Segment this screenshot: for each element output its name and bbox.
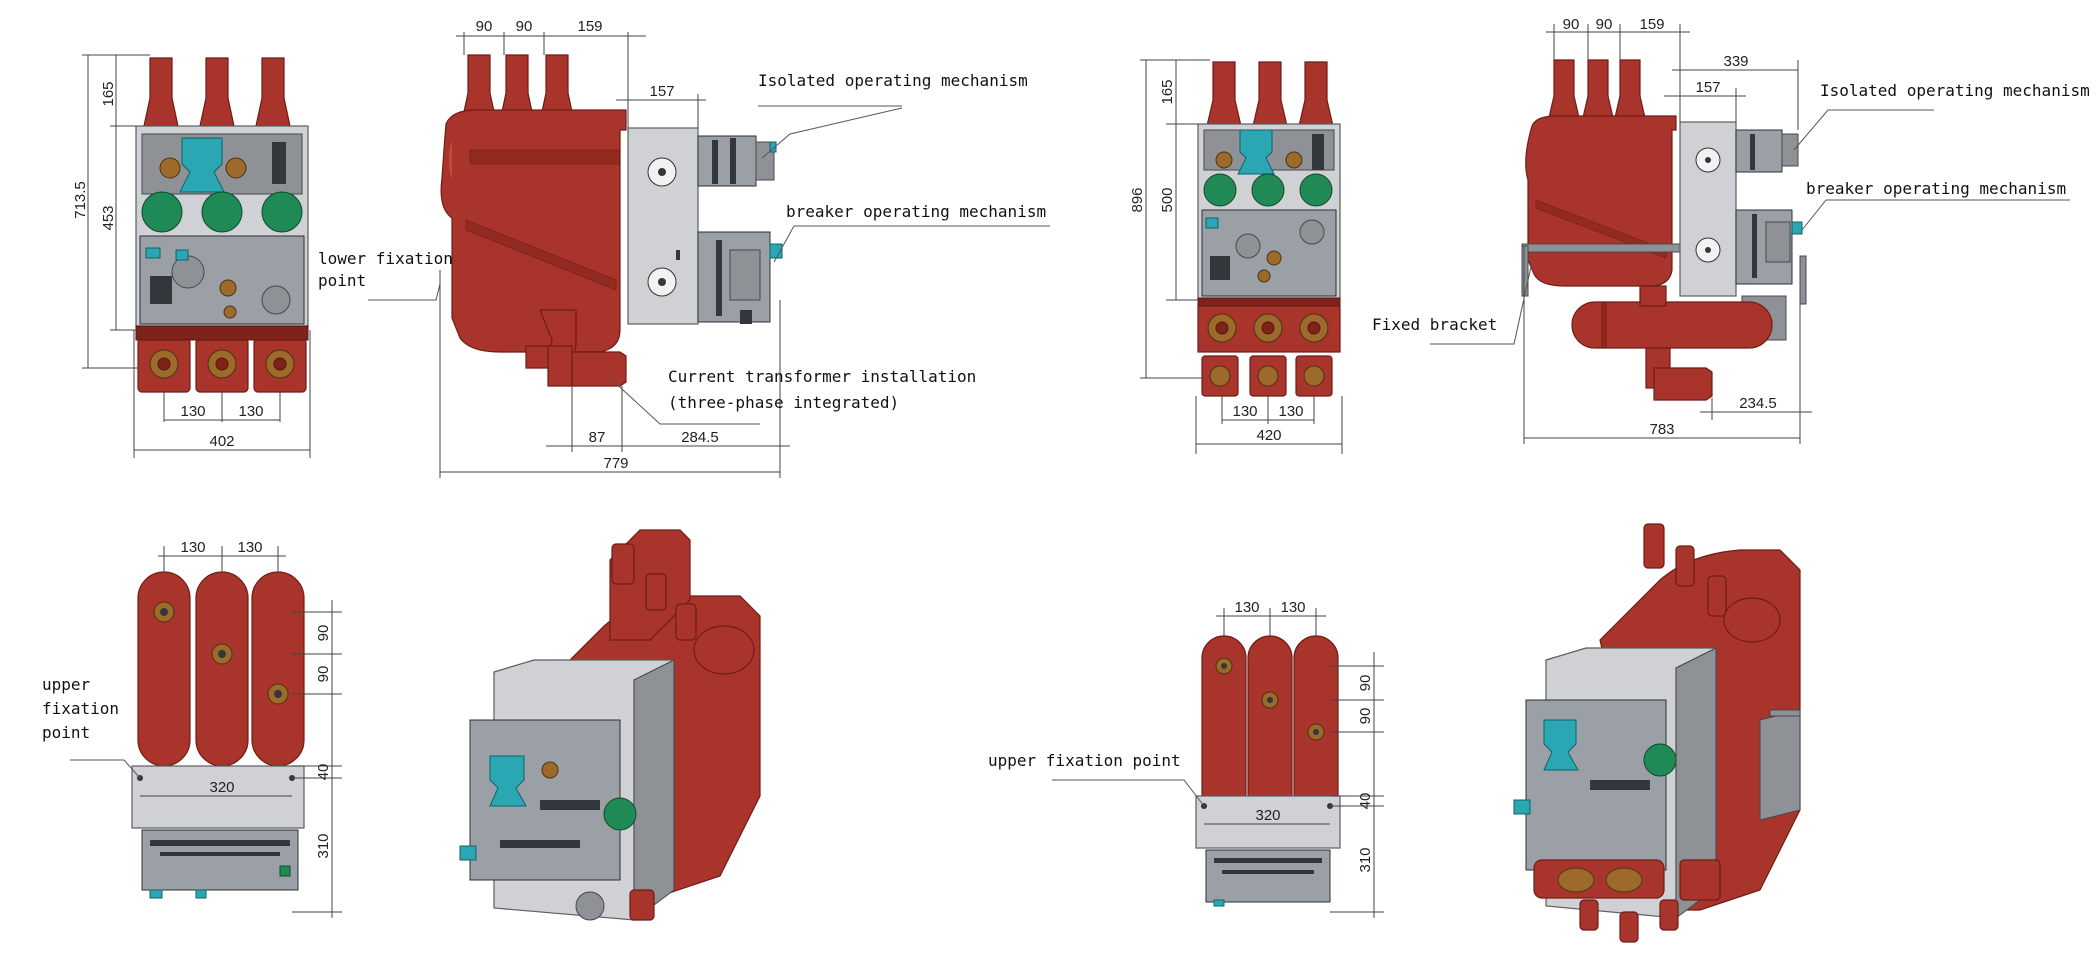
view-iso-1 — [459, 529, 761, 921]
dim-v1-130b: 130 — [238, 403, 263, 420]
dim-v2-90a: 90 — [476, 18, 493, 35]
dim-v5-40: 40 — [315, 764, 332, 781]
dim-v2-159: 159 — [577, 18, 602, 35]
dim-v4-157: 157 — [1695, 79, 1720, 96]
dim-v7-40: 40 — [1357, 793, 1374, 810]
dim-v2-87: 87 — [589, 429, 606, 446]
view-top-1: 130 130 90 90 40 310 320 upper fixation … — [42, 539, 342, 918]
dim-v7-310: 310 — [1357, 847, 1374, 872]
dim-v4-159: 159 — [1639, 16, 1664, 33]
dim-v4-90a: 90 — [1563, 16, 1580, 33]
label-upper-fixation-a1: upper — [42, 675, 91, 694]
label-ct-line2: (three-phase integrated) — [668, 393, 899, 412]
view-top-2: 130 130 90 90 40 310 320 upper fixation … — [988, 599, 1384, 918]
dim-v2-779: 779 — [603, 455, 628, 472]
dim-v5-320: 320 — [209, 779, 234, 796]
dim-v3-130a: 130 — [1232, 403, 1257, 420]
dim-v4-234: 234.5 — [1739, 395, 1777, 412]
label-breaker-mech-1: breaker operating mechanism — [786, 202, 1046, 221]
dim-v3-420: 420 — [1256, 427, 1281, 444]
dim-v1-713: 713.5 — [72, 181, 89, 219]
label-ct-line1: Current transformer installation — [668, 367, 976, 386]
label-upper-fixation-a3: point — [42, 723, 90, 742]
dim-v5-90a: 90 — [315, 625, 332, 642]
dim-v7-130a: 130 — [1234, 599, 1259, 616]
dim-v7-320: 320 — [1255, 807, 1280, 824]
dim-v4-783: 783 — [1649, 421, 1674, 438]
dim-v2-157: 157 — [649, 83, 674, 100]
dim-v3-896: 896 — [1129, 187, 1146, 212]
label-isolated-mech-2: Isolated operating mechanism — [1820, 81, 2090, 100]
dim-v1-130a: 130 — [180, 403, 205, 420]
dim-v1-402: 402 — [209, 433, 234, 450]
label-isolated-mech-1: Isolated operating mechanism — [758, 71, 1028, 90]
label-fixed-bracket: Fixed bracket — [1372, 315, 1497, 334]
label-upper-fixation-a2: fixation — [42, 699, 119, 718]
view-side-2: 90 90 159 339 157 234.5 783 Isolated ope… — [1372, 16, 2090, 444]
label-lower-fixation-1: lower fixation — [318, 249, 453, 268]
dim-v1-165: 165 — [100, 81, 117, 106]
dim-v5-130a: 130 — [180, 539, 205, 556]
label-lower-fixation-2: point — [318, 271, 366, 290]
dim-v5-130b: 130 — [237, 539, 262, 556]
dim-v7-90a: 90 — [1357, 675, 1374, 692]
dim-v1-453: 453 — [100, 205, 117, 230]
dim-v2-284: 284.5 — [681, 429, 719, 446]
view-iso-2 — [1513, 523, 1801, 943]
view-front-2: 165 896 500 130 130 420 — [1129, 59, 1343, 454]
dim-v7-130b: 130 — [1280, 599, 1305, 616]
dim-v5-310: 310 — [315, 833, 332, 858]
dim-v3-165: 165 — [1159, 79, 1176, 104]
dim-v3-500: 500 — [1159, 187, 1176, 212]
dim-v3-130b: 130 — [1278, 403, 1303, 420]
label-breaker-mech-2: breaker operating mechanism — [1806, 179, 2066, 198]
dim-v5-90b: 90 — [315, 666, 332, 683]
view-front-1: 165 713.5 453 130 130 402 — [72, 54, 311, 458]
dim-v4-90b: 90 — [1596, 16, 1613, 33]
dim-v2-90b: 90 — [516, 18, 533, 35]
label-upper-fixation-b: upper fixation point — [988, 751, 1181, 770]
view-side-1: 90 90 159 157 87 284.5 779 Isolated oper… — [318, 18, 1050, 478]
dim-v4-339: 339 — [1723, 53, 1748, 70]
dim-v7-90b: 90 — [1357, 708, 1374, 725]
